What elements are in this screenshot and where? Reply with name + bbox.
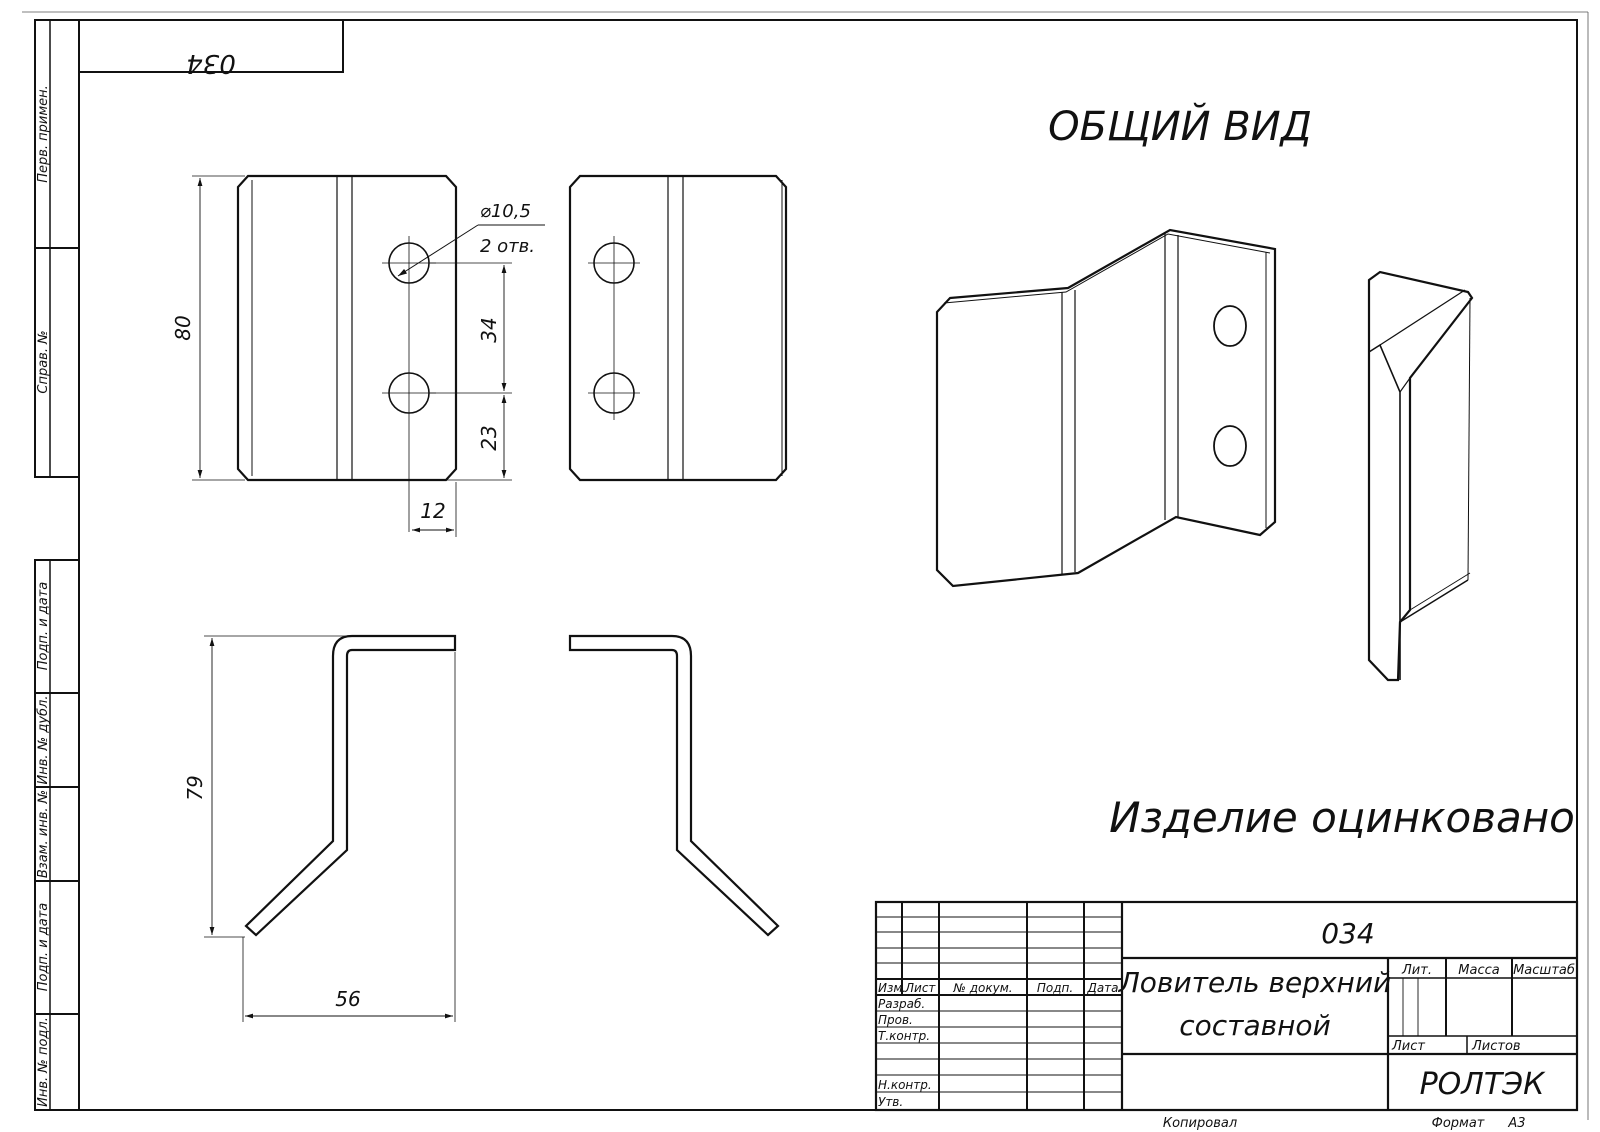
footer-format-label: Формат xyxy=(1432,1116,1485,1131)
top-designation-box: 034 xyxy=(79,20,344,78)
tb-col-podp: Подп. xyxy=(1037,981,1073,995)
tb-list: Лист xyxy=(1391,1039,1425,1054)
title-block: 034 Ловитель верхний составной Изм. Лист… xyxy=(874,900,1579,1112)
dim-hole-spacing-text: 34 xyxy=(477,317,501,342)
tb-row-prov: Пров. xyxy=(878,1013,913,1027)
dim-side-height-text: 79 xyxy=(183,775,207,800)
label-sprav-no: Справ. № xyxy=(36,330,51,393)
tb-col-list: Лист xyxy=(904,981,936,995)
tb-col-data: Дата xyxy=(1086,981,1118,995)
dim-side-width-text: 56 xyxy=(335,987,360,1011)
dim-hole-count-text: 2 отв. xyxy=(480,236,535,257)
label-inv-podl: Инв. № подл. xyxy=(36,1017,51,1107)
tb-company: РОЛТЭК xyxy=(1420,1067,1547,1102)
tb-name-line1: Ловитель верхний xyxy=(1118,966,1392,999)
tb-col-izm: Изм. xyxy=(878,981,906,995)
side-profile-left xyxy=(244,634,457,937)
front-view-left xyxy=(236,174,458,532)
tb-lit: Лит. xyxy=(1401,963,1432,978)
label-vzam-inv: Взам. инв. № xyxy=(36,790,51,878)
dimension-side-width: 56 xyxy=(242,652,456,1022)
tb-row-utv: Утв. xyxy=(878,1095,903,1109)
top-designation-text: 034 xyxy=(186,48,236,78)
dim-hole-side-text: 12 xyxy=(420,499,445,523)
tb-massa: Масса xyxy=(1458,963,1499,978)
dimension-hole-side: 12 xyxy=(412,482,457,537)
sheet-frame xyxy=(22,11,1589,1120)
dimension-hole-diameter: ⌀10,5 2 отв. xyxy=(397,201,545,277)
footer-format-value: А3 xyxy=(1507,1116,1525,1131)
tb-col-doc: № докум. xyxy=(952,981,1012,995)
tb-designation: 034 xyxy=(1321,917,1374,950)
left-column-top: Перв. примен. Справ. № xyxy=(34,19,80,478)
tb-row-razrab: Разраб. xyxy=(878,997,925,1011)
note-galvanized: Изделие оцинковано xyxy=(1109,793,1575,842)
left-column-bottom: Подп. и дата Инв. № дубл. Взам. инв. № П… xyxy=(34,559,80,1111)
tb-listov: Листов xyxy=(1471,1039,1521,1054)
label-inv-dubl: Инв. № дубл. xyxy=(36,696,51,785)
front-view-right xyxy=(568,174,788,482)
dimension-height-80: 80 xyxy=(171,175,245,481)
dimension-side-height: 79 xyxy=(183,635,440,938)
tb-row-nkontr: Н.контр. xyxy=(878,1078,932,1092)
general-view-label: ОБЩИЙ ВИД xyxy=(1048,102,1312,150)
dim-hole-bottom-text: 23 xyxy=(477,425,501,450)
tb-name-line2: составной xyxy=(1179,1009,1331,1042)
tb-row-tkontr: Т.контр. xyxy=(878,1029,930,1043)
dim-height-text: 80 xyxy=(171,315,195,340)
isometric-view-1 xyxy=(935,228,1277,588)
isometric-view-2 xyxy=(1367,270,1474,682)
footer-kopiroval: Копировал xyxy=(1163,1116,1237,1131)
dim-hole-diameter-text: ⌀10,5 xyxy=(480,201,531,222)
label-podp-data-2: Подп. и дата xyxy=(36,903,51,992)
label-podp-data-1: Подп. и дата xyxy=(36,582,51,671)
label-perv-primen: Перв. примен. xyxy=(36,85,51,183)
dimension-hole-spacing: 34 23 xyxy=(430,262,512,481)
side-profile-right xyxy=(568,634,780,937)
tb-masshtab: Масштаб xyxy=(1513,963,1575,978)
